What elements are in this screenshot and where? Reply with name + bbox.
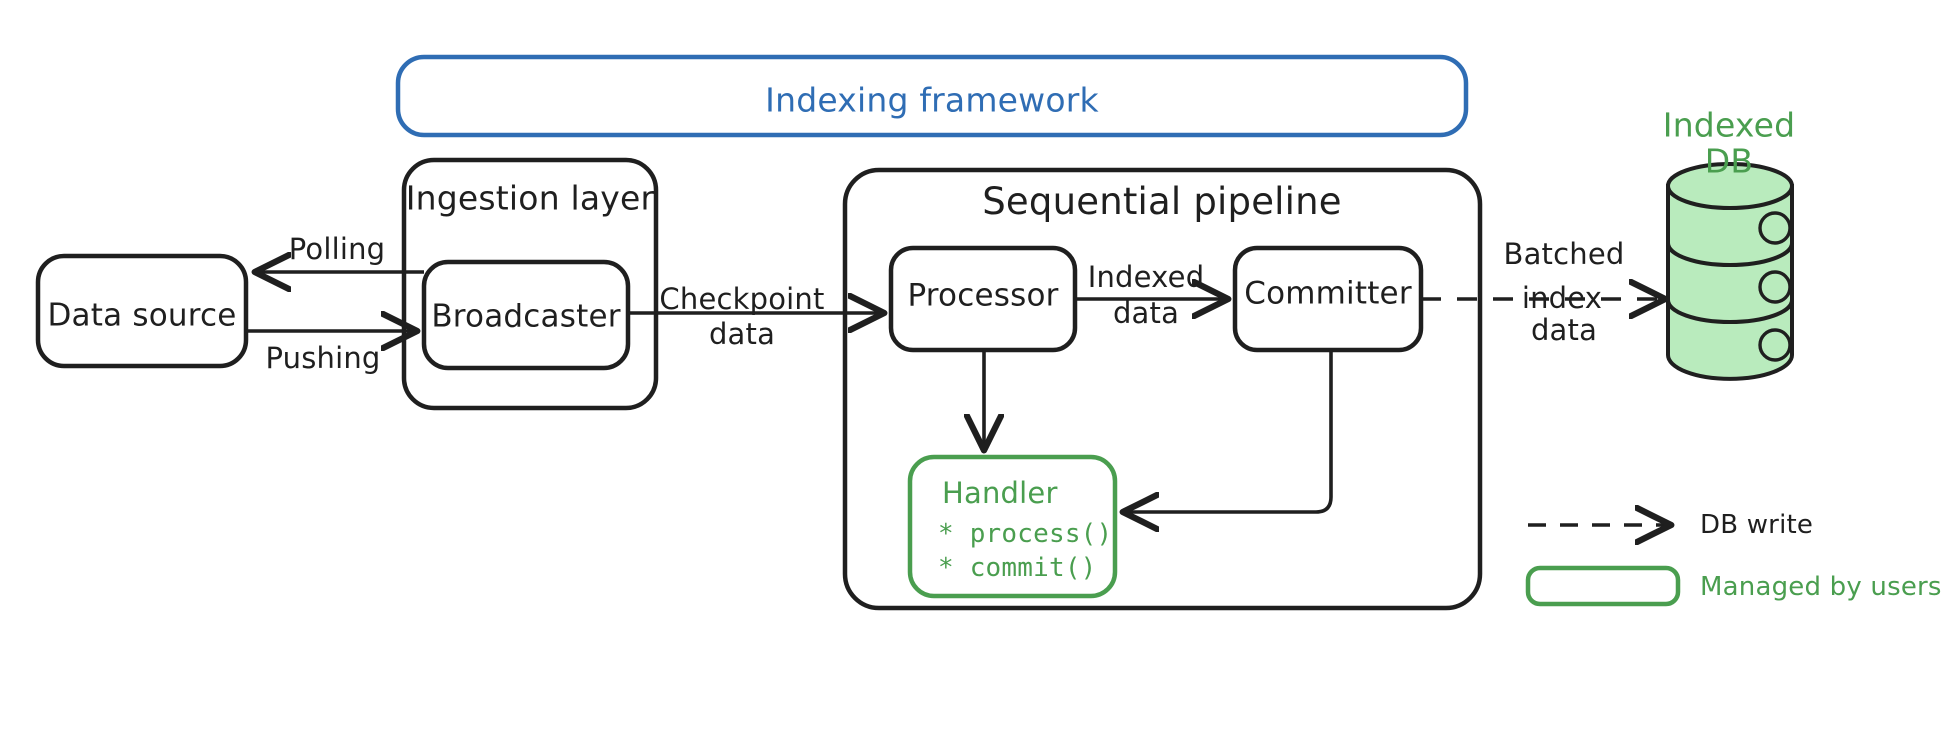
committer-node (1232, 245, 1424, 353)
edge-committer-to-handler (1126, 350, 1333, 512)
indexed-db-cylinder (1666, 162, 1794, 381)
broadcaster-node (421, 259, 631, 371)
indexing-framework-container (395, 54, 1469, 138)
data-source-node (35, 253, 249, 369)
legend-managed-by-users-swatch (1525, 565, 1681, 607)
sequential-pipeline-container (842, 167, 1483, 611)
handler-node (907, 454, 1118, 599)
db-indicator-1 (1758, 211, 1792, 245)
ingestion-layer-container (401, 157, 659, 411)
db-indicator-3 (1758, 328, 1792, 362)
processor-node (888, 245, 1078, 353)
db-indicator-2 (1758, 270, 1792, 304)
